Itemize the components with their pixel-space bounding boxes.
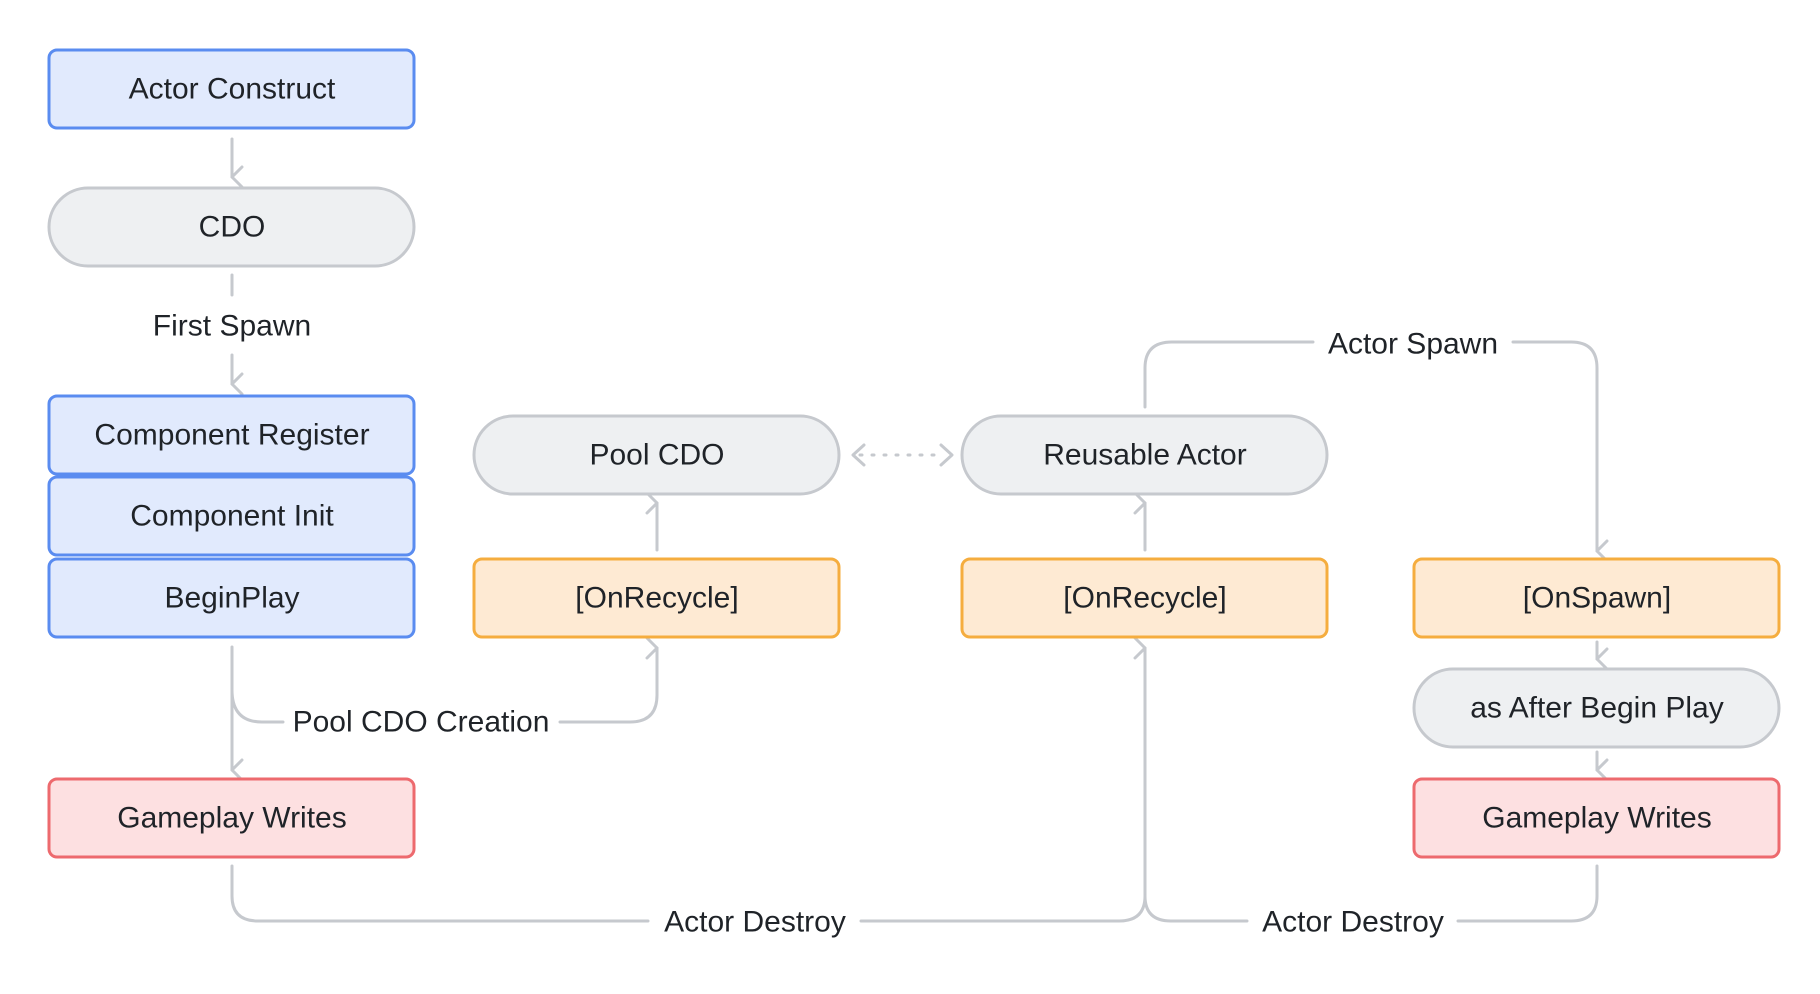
edge-pool-cdo-creation-left (230, 688, 285, 724)
node-component-register (47, 394, 416, 476)
edge-actor-destroy-right-b (1143, 894, 1249, 923)
edge-label-first-spawn: First Spawn (153, 310, 311, 343)
node-gameplay-writes-left (47, 777, 416, 859)
edge-actor-destroy-right-a (1456, 864, 1599, 923)
node-onspawn (1412, 557, 1781, 639)
node-onrecycle-mid (960, 557, 1329, 639)
node-onrecycle-left (472, 557, 841, 639)
node-actor-construct (47, 48, 416, 130)
node-reusable-actor-label: Reusable Actor (1043, 439, 1246, 472)
node-reusable-actor (960, 414, 1329, 496)
node-gameplay-writes-right-label: Gameplay Writes (1482, 802, 1712, 835)
edge-label-actor-spawn: Actor Spawn (1328, 328, 1498, 361)
node-pool-cdo-label: Pool CDO (589, 439, 724, 472)
node-cdo (47, 186, 416, 268)
node-component-register-label: Component Register (94, 419, 369, 452)
node-component-init-label: Component Init (130, 500, 334, 533)
node-onrecycle-left-label: [OnRecycle] (575, 582, 738, 615)
edge-poolcdo-arrowhead (851, 443, 866, 467)
edge-actor-destroy-left-b (859, 636, 1147, 923)
node-gameplay-writes-left-label: Gameplay Writes (117, 802, 347, 835)
node-onrecycle-mid-label: [OnRecycle] (1063, 582, 1226, 615)
node-pool-cdo (472, 414, 841, 496)
node-after-begin-play (1412, 667, 1781, 749)
edge-actor-spawn-right (1511, 340, 1609, 563)
edge-label-actor-destroy-left: Actor Destroy (664, 906, 846, 939)
node-beginplay-label: BeginPlay (164, 582, 299, 615)
node-cdo-label: CDO (199, 211, 266, 244)
node-component-init (47, 475, 416, 557)
node-after-begin-play-label: as After Begin Play (1470, 692, 1723, 725)
node-actor-construct-label: Actor Construct (129, 73, 336, 106)
edge-pool-cdo-creation-right (558, 636, 659, 724)
edge-actor-spawn-left (1143, 340, 1315, 409)
node-onspawn-label: [OnSpawn] (1523, 582, 1671, 615)
edge-reusable-arrowhead (939, 443, 954, 467)
edge-actor-destroy-left-a (230, 864, 650, 923)
edge-label-actor-destroy-right: Actor Destroy (1262, 906, 1444, 939)
node-beginplay (47, 557, 416, 639)
node-gameplay-writes-right (1412, 777, 1781, 859)
edge-label-pool-cdo-creation: Pool CDO Creation (293, 706, 550, 739)
